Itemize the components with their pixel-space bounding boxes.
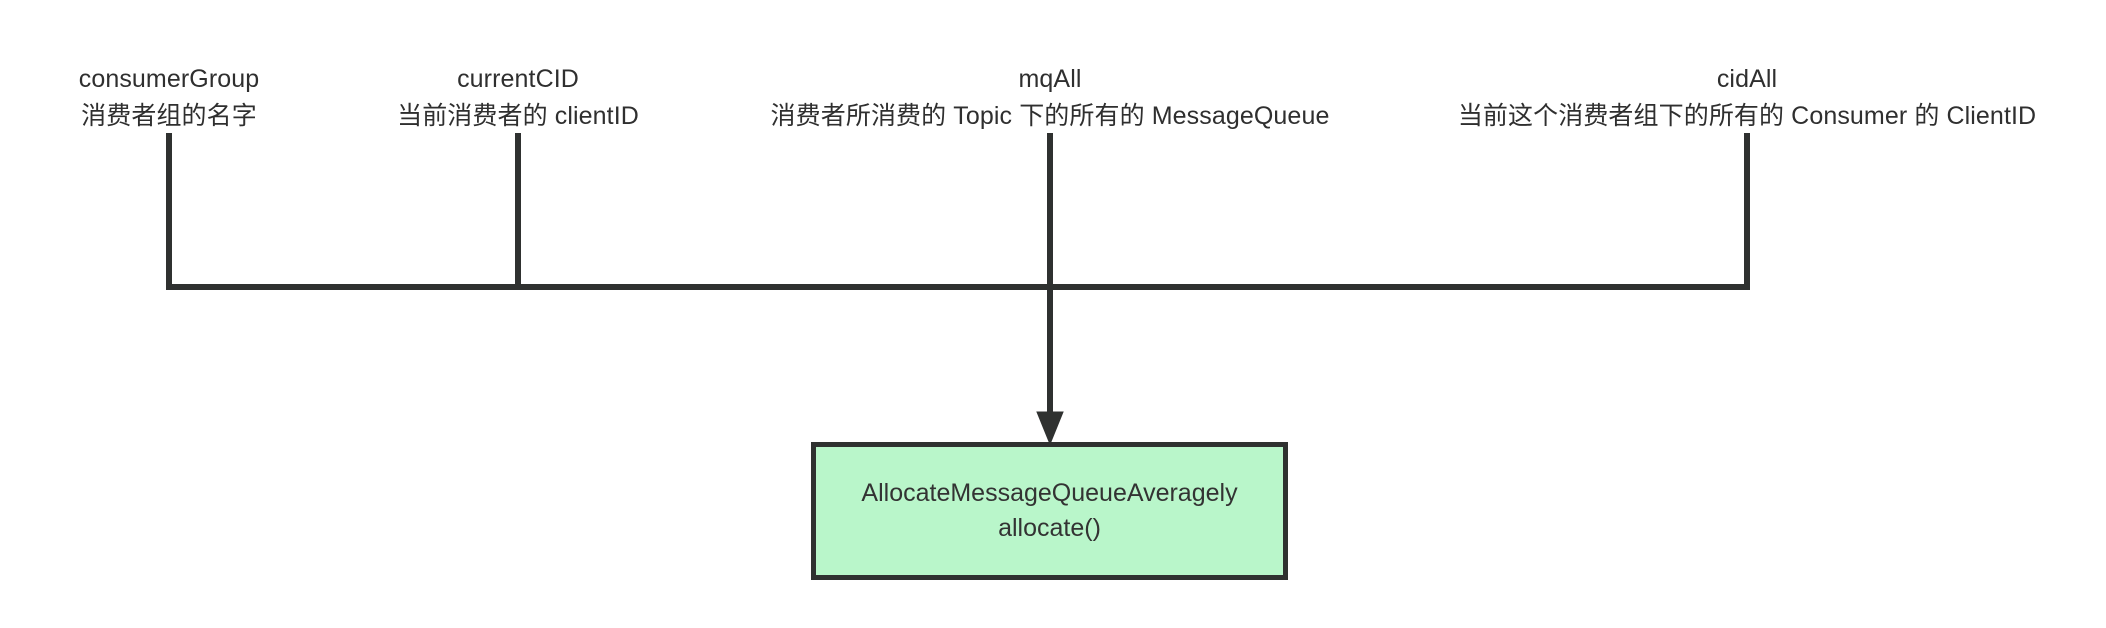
param-label-current-cid: currentCID 当前消费者的 clientID [397, 62, 639, 133]
param-description: 消费者所消费的 Topic 下的所有的 MessageQueue [770, 102, 1330, 130]
param-label-cid-all: cidAll 当前这个消费者组下的所有的 Consumer 的 ClientID [1458, 62, 2036, 133]
param-description: 当前这个消费者组下的所有的 Consumer 的 ClientID [1457, 102, 2037, 130]
param-name: cidAll [1716, 65, 1778, 93]
param-name: consumerGroup [78, 65, 260, 93]
allocate-method-box: AllocateMessageQueueAveragely allocate() [811, 442, 1288, 580]
allocate-class-name: AllocateMessageQueueAveragely [861, 478, 1238, 507]
arrow-head-icon [1036, 411, 1064, 446]
param-description: 当前消费者的 clientID [397, 102, 639, 130]
param-label-consumer-group: consumerGroup 消费者组的名字 [79, 62, 260, 133]
param-name: currentCID [457, 65, 579, 93]
param-name: mqAll [1018, 65, 1082, 93]
allocate-method-name: allocate() [998, 514, 1101, 542]
param-description: 消费者组的名字 [81, 102, 257, 130]
param-label-mq-all: mqAll 消费者所消费的 Topic 下的所有的 MessageQueue [771, 62, 1330, 133]
